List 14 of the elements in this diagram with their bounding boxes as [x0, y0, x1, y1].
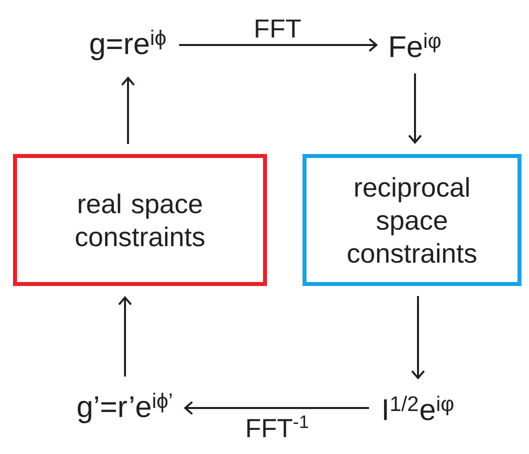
arrow	[121, 76, 135, 144]
constraint-box: real space constraints	[13, 154, 267, 286]
formula-text: I$^{1/2}$e$^{iφ}$	[384, 396, 454, 420]
formula-text: g=re$^{iϕ}$	[90, 30, 166, 60]
constraint-box: reciprocal space constraints	[302, 154, 522, 286]
arrow	[411, 296, 425, 380]
formula-text: Fe$^{iφ}$	[390, 32, 441, 58]
formula-text: g’=r’e$^{iϕ’}$	[78, 392, 172, 424]
arrow	[179, 38, 378, 52]
edge-label: FFT	[256, 20, 301, 38]
arrow	[184, 401, 370, 415]
edge-label: FFT$^{-1}$	[247, 416, 308, 438]
arrow	[118, 296, 132, 377]
arrow	[408, 73, 422, 144]
